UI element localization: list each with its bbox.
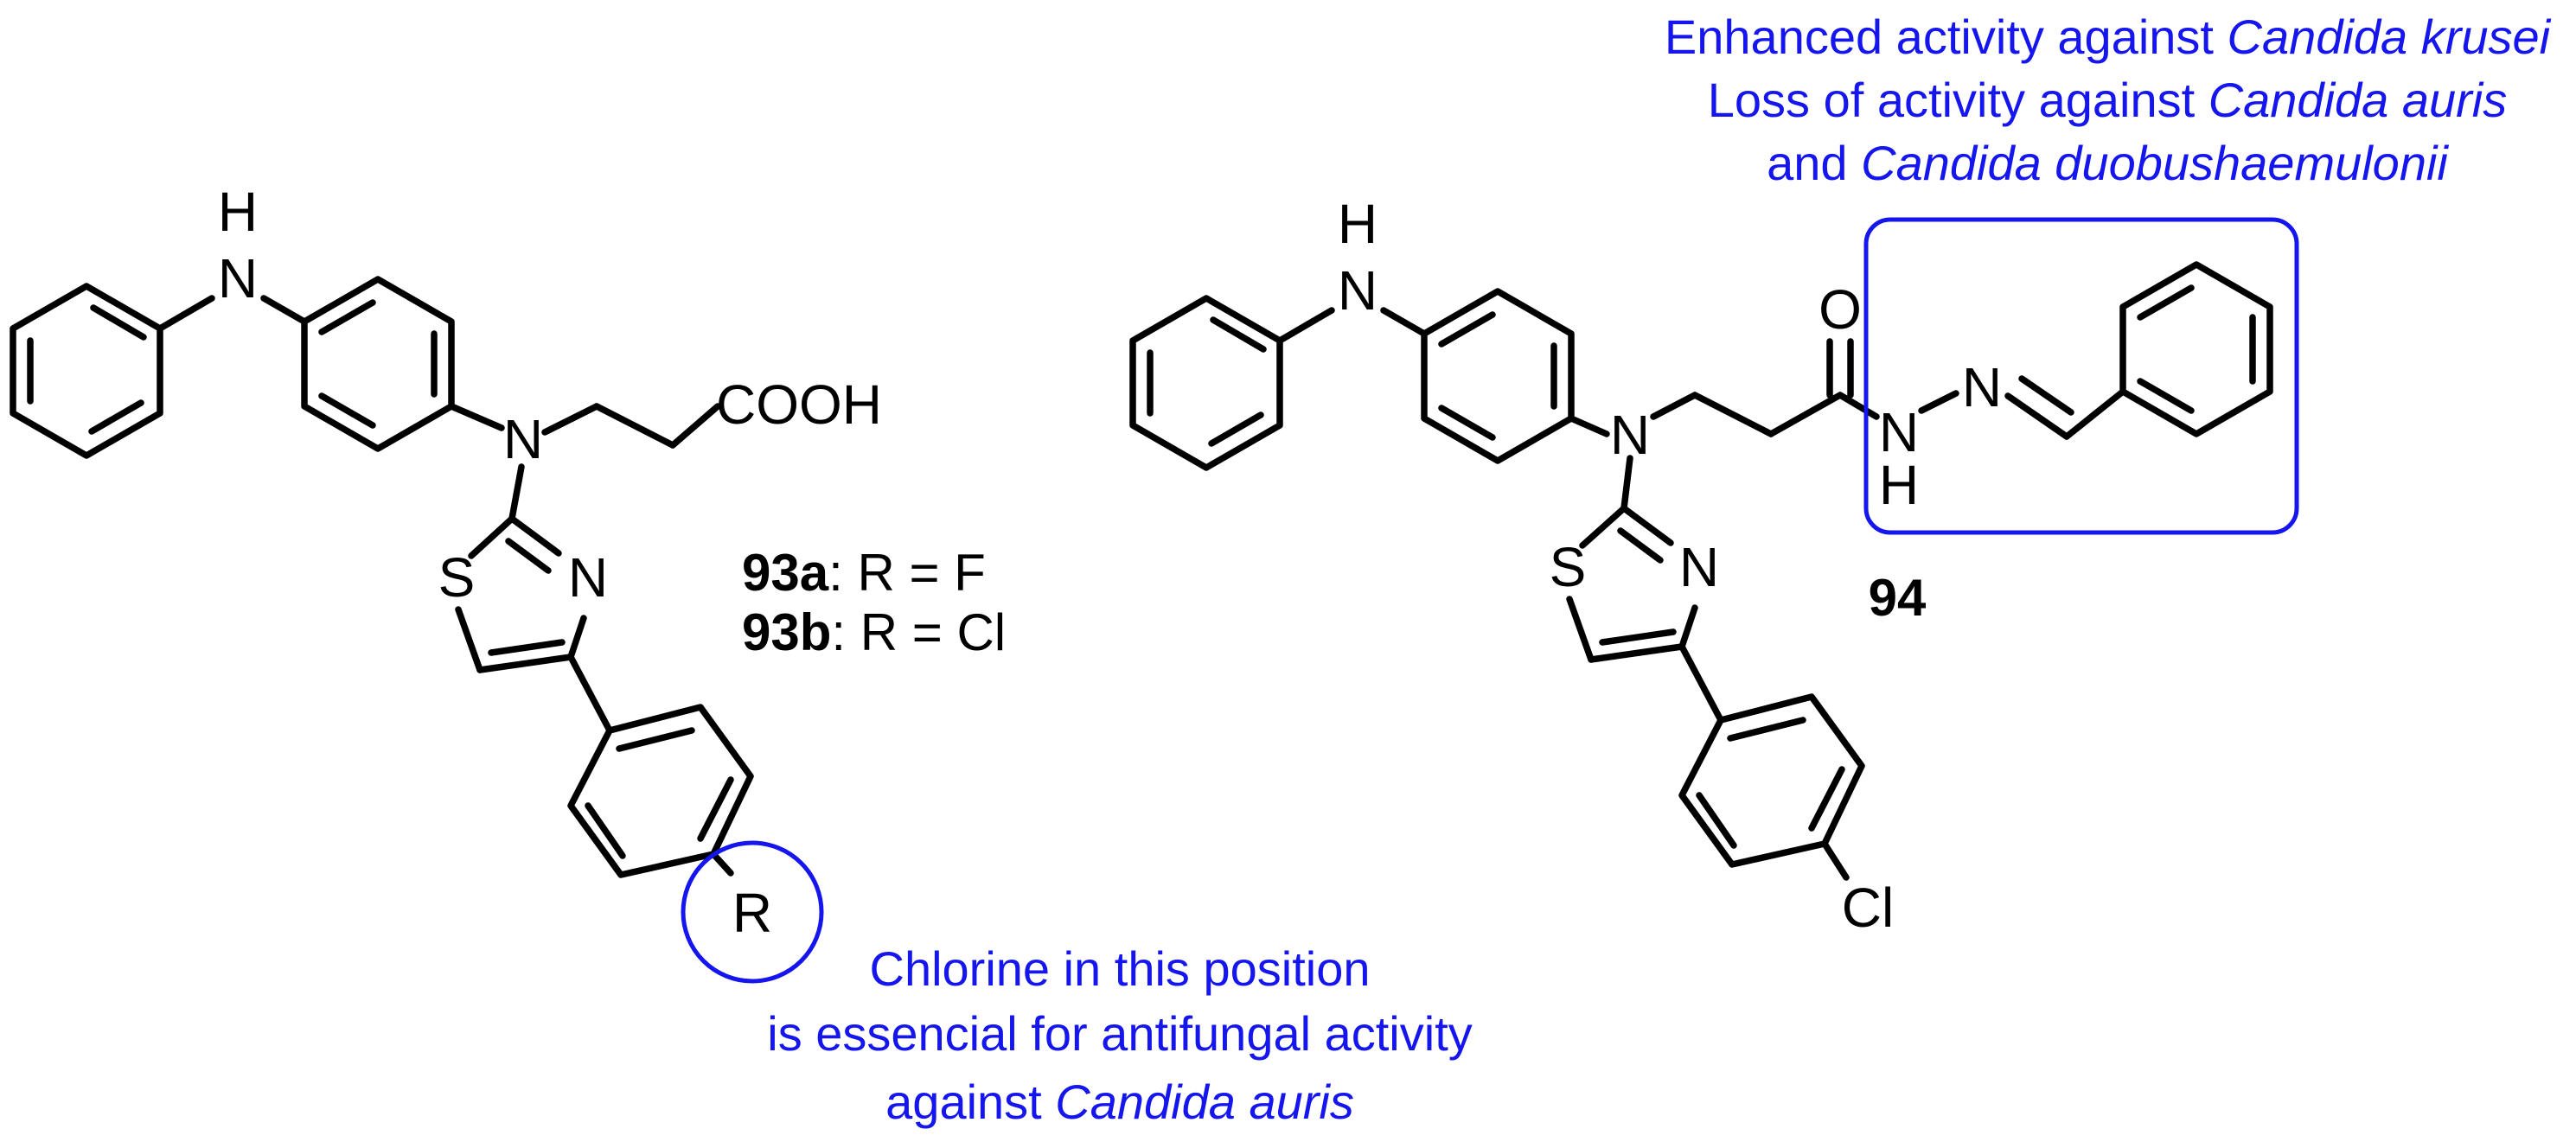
annotation-top-line-1: Enhanced activity against Candida krusei xyxy=(1665,10,2552,64)
benzylidene-ring xyxy=(2119,261,2273,437)
atom-cl: Cl xyxy=(1842,877,1894,939)
highlight-box-hydrazone xyxy=(1863,217,2299,535)
phenyl-ring-b xyxy=(1421,288,1575,464)
highlight-circle-r xyxy=(681,840,824,984)
atom-n-tertiary: N xyxy=(503,408,543,470)
atom-n-tertiary: N xyxy=(1610,404,1650,466)
phenyl-ring-a xyxy=(10,283,163,459)
compound-label-93b: 93b: R = Cl xyxy=(742,603,1006,661)
annotation-bottom-line-2: is essencial for antifungal activity xyxy=(767,1006,1473,1061)
atom-n-thiazole: N xyxy=(1679,536,1719,598)
atom-h-amide: H xyxy=(1879,454,1919,516)
annotation-bottom-line-1: Chlorine in this position xyxy=(870,941,1371,996)
atom-h-amine: H xyxy=(218,181,258,243)
atom-n-imine: N xyxy=(1962,356,2002,418)
atom-r-substituent: R xyxy=(732,882,772,944)
bond-lines xyxy=(1129,261,2273,881)
atom-n-thiazole: N xyxy=(568,546,608,609)
bond-lines xyxy=(10,276,754,878)
atom-h-amine: H xyxy=(1338,193,1377,255)
phenyl-ring-a xyxy=(1129,295,1283,471)
atom-s-thiazole: S xyxy=(438,546,476,609)
atom-cooh: COOH xyxy=(716,373,882,436)
atom-n-amide: N xyxy=(1879,401,1919,463)
annotation-bottom: Chlorine in this position is essencial f… xyxy=(767,941,1473,1129)
atom-o-carbonyl: O xyxy=(1819,278,1862,341)
compound-label-94: 94 xyxy=(1869,569,1927,627)
compound-label-93a: 93a: R = F xyxy=(742,544,986,602)
annotation-top-line-2: Loss of activity against Candida auris xyxy=(1708,73,2508,127)
compound-93-structure: H N N COOH S N R 93a: R = F 93b: R = Cl xyxy=(10,181,1006,984)
annotation-top-line-3: and Candida duobushaemulonii xyxy=(1767,136,2449,190)
annotation-bottom-line-3: against Candida auris xyxy=(885,1075,1354,1129)
compound-94-structure: H N N O N H N S N Cl 94 xyxy=(1129,193,2299,939)
atom-n-amine: N xyxy=(218,247,258,309)
annotation-top: Enhanced activity against Candida krusei… xyxy=(1665,10,2552,190)
atom-n-amine: N xyxy=(1338,259,1377,322)
phenyl-ring-b xyxy=(301,276,455,452)
atom-s-thiazole: S xyxy=(1550,536,1587,598)
